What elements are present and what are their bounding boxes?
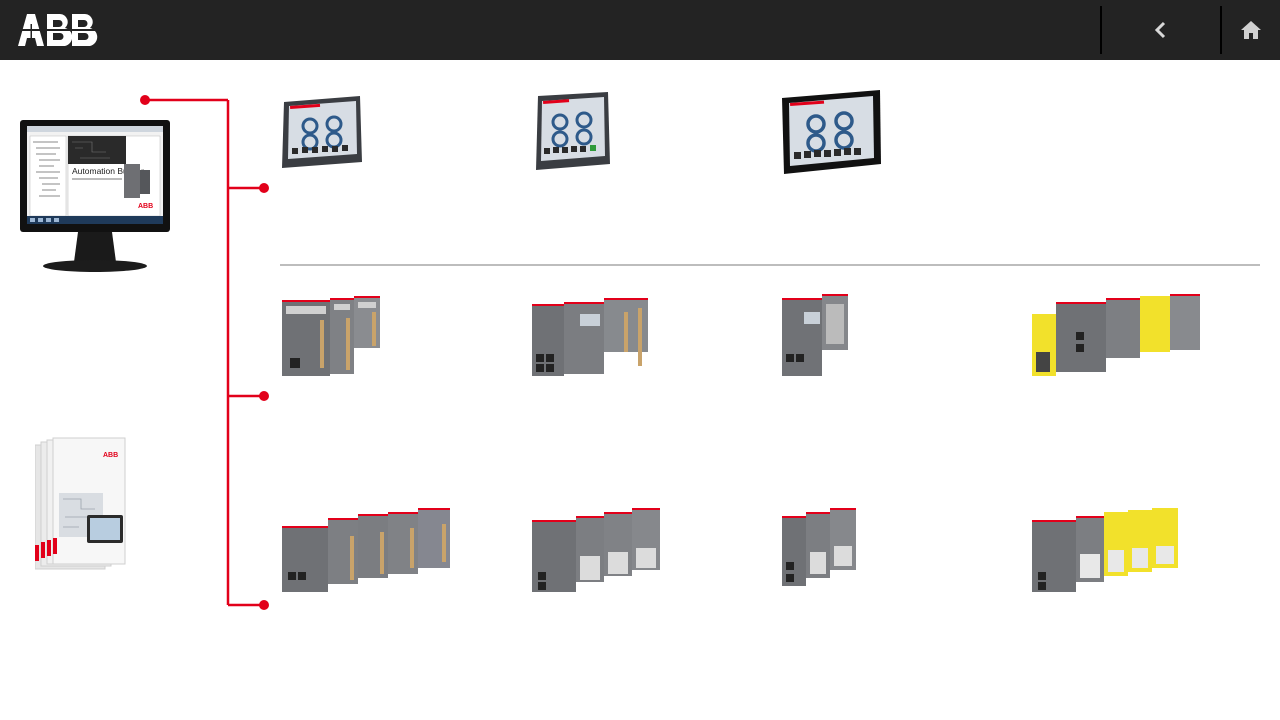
section-divider: [280, 264, 1260, 266]
software-monitor[interactable]: Automation Builder ABB: [20, 118, 170, 276]
plc-safety[interactable]: [1030, 292, 1202, 378]
svg-text:ABB: ABB: [103, 452, 118, 459]
separator: [1100, 6, 1102, 54]
panel-medium[interactable]: [534, 92, 612, 172]
chevron-left-icon: [1154, 21, 1166, 39]
software-dvd-package[interactable]: ABB: [35, 437, 130, 572]
io-medium[interactable]: [530, 506, 662, 594]
back-button[interactable]: [1102, 0, 1220, 60]
io-long[interactable]: [280, 506, 452, 594]
separator: [1220, 6, 1222, 54]
io-safety[interactable]: [1030, 506, 1180, 594]
monitor-screen-title: Automation Builder: [72, 166, 144, 176]
plc-ethernet[interactable]: [530, 294, 650, 378]
plc-compact[interactable]: [280, 292, 382, 378]
home-button[interactable]: [1222, 0, 1280, 60]
panel-wide[interactable]: [782, 90, 882, 176]
plc-single[interactable]: [780, 292, 850, 378]
abb-logo[interactable]: [18, 14, 100, 46]
svg-text:ABB: ABB: [138, 203, 153, 210]
io-short[interactable]: [780, 506, 858, 588]
panel-small[interactable]: [282, 96, 364, 170]
connection-tree: [140, 95, 269, 610]
home-icon: [1241, 21, 1261, 39]
top-bar: [0, 0, 1280, 60]
